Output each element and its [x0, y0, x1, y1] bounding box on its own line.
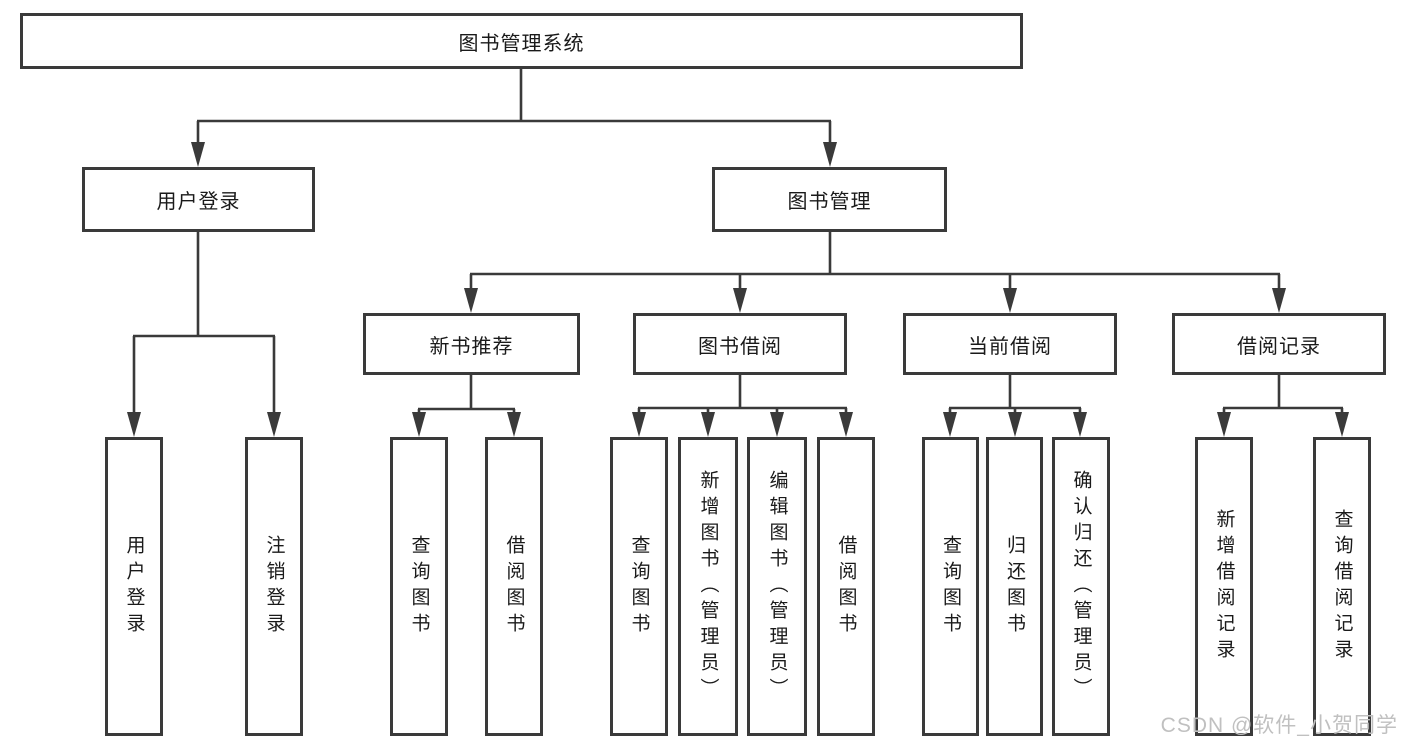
leaf-query-books-current: 查询图书 — [922, 437, 979, 736]
leaf-query-books-newbooks: 查询图书 — [390, 437, 448, 736]
leaf-logout: 注销登录 — [245, 437, 303, 736]
node-borrow-records: 借阅记录 — [1172, 313, 1386, 375]
leaf-query-books-current-label: 查询图书 — [940, 534, 961, 639]
leaf-query-books-borrowing-label: 查询图书 — [628, 534, 650, 639]
node-root-system-label: 图书管理系统 — [458, 32, 585, 55]
leaf-add-borrow-record: 新增借阅记录 — [1195, 437, 1253, 736]
leaf-return-books-label: 归还图书 — [1004, 534, 1025, 639]
leaf-borrow-books-newbooks: 借阅图书 — [485, 437, 543, 736]
leaf-add-books-admin-label: 新增图书（管理员） — [697, 469, 719, 704]
csdn-watermark: CSDN @软件_小贺同学 — [1160, 714, 1398, 737]
leaf-add-books-admin: 新增图书（管理员） — [678, 437, 738, 736]
node-current-borrowing: 当前借阅 — [903, 313, 1117, 375]
node-new-book-recommend: 新书推荐 — [363, 313, 580, 375]
leaf-add-borrow-record-label: 新增借阅记录 — [1213, 508, 1235, 665]
node-book-management: 图书管理 — [712, 167, 947, 232]
node-current-borrowing-label: 当前借阅 — [968, 335, 1052, 358]
leaf-borrow-books-newbooks-label: 借阅图书 — [503, 534, 525, 639]
leaf-edit-books-admin-label: 编辑图书（管理员） — [766, 469, 788, 704]
node-book-borrowing-label: 图书借阅 — [698, 335, 782, 358]
leaf-query-borrow-record: 查询借阅记录 — [1313, 437, 1371, 736]
leaf-query-books-borrowing: 查询图书 — [610, 437, 668, 736]
node-new-book-recommend-label: 新书推荐 — [429, 335, 514, 358]
node-borrow-records-label: 借阅记录 — [1237, 335, 1321, 358]
node-user-login: 用户登录 — [82, 167, 315, 232]
leaf-borrow-books-label: 借阅图书 — [835, 534, 857, 639]
leaf-confirm-return-admin-label: 确认归还（管理员） — [1070, 469, 1092, 704]
leaf-return-books: 归还图书 — [986, 437, 1043, 736]
node-user-login-label: 用户登录 — [156, 191, 241, 213]
leaf-borrow-books: 借阅图书 — [817, 437, 875, 736]
leaf-query-books-newbooks-label: 查询图书 — [408, 534, 430, 639]
leaf-logout-label: 注销登录 — [263, 534, 285, 639]
node-root-system: 图书管理系统 — [20, 13, 1023, 69]
leaf-confirm-return-admin: 确认归还（管理员） — [1052, 437, 1110, 736]
leaf-user-login-label: 用户登录 — [123, 534, 145, 639]
node-book-borrowing: 图书借阅 — [633, 313, 847, 375]
leaf-user-login: 用户登录 — [105, 437, 163, 736]
node-book-management-label: 图书管理 — [787, 191, 872, 213]
leaf-query-borrow-record-label: 查询借阅记录 — [1331, 508, 1353, 665]
leaf-edit-books-admin: 编辑图书（管理员） — [747, 437, 807, 736]
